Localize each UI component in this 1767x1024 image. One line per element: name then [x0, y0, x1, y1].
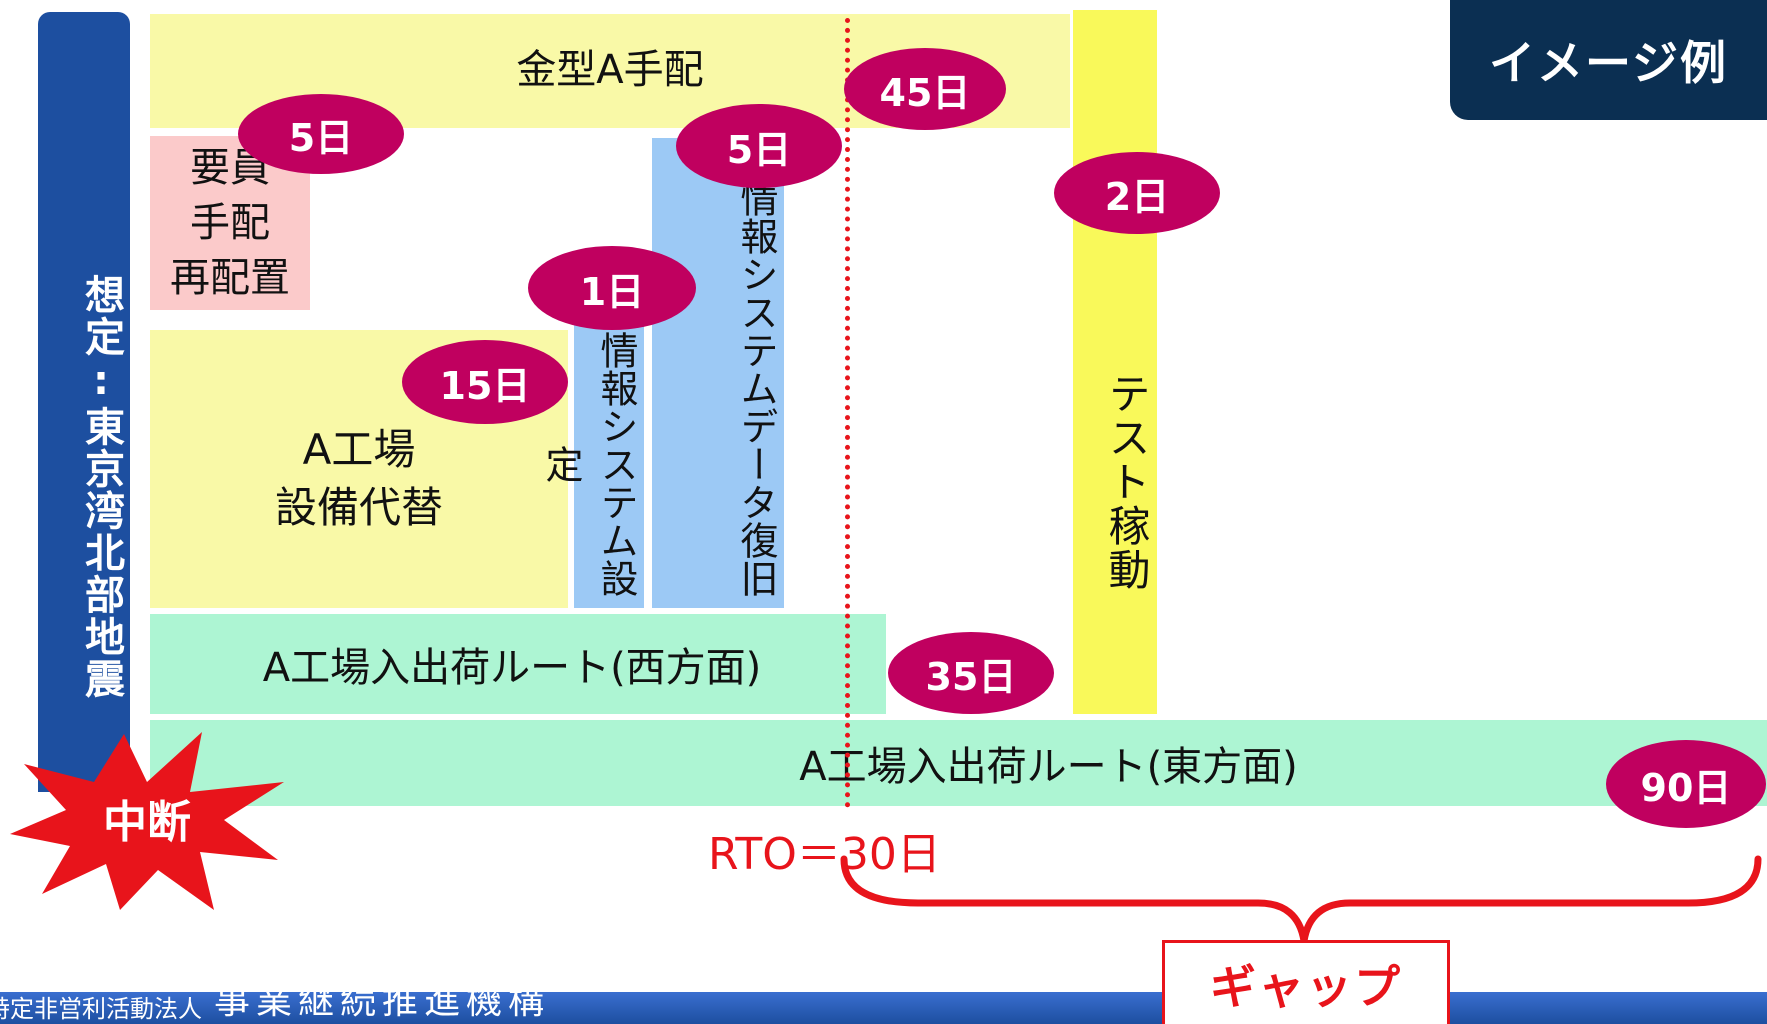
task-data-restore-label: 情報システムデータ復旧: [734, 179, 778, 597]
task-data-restore: 情報システムデータ復旧: [652, 138, 784, 608]
task-equipment-line-1: A工場: [302, 425, 416, 474]
task-system-setup-label: 情報システム設定: [539, 331, 638, 597]
duration-badge-test-run: 2日: [1054, 152, 1220, 234]
task-route-west-label: A工場入出荷ルート(西方面): [262, 645, 762, 691]
task-test-run-label: テスト稼動: [1102, 372, 1151, 592]
task-staff-line-2: 手配: [190, 199, 270, 246]
task-test-run: テスト稼動: [1073, 10, 1157, 714]
rto-label: RTO＝30日: [708, 829, 941, 880]
footer-org-prefix: 特定非営利活動法人: [0, 995, 202, 1023]
task-route-east-label: A工場入出荷ルート(東方面): [799, 744, 1298, 790]
task-system-setup: 情報システム設定: [539, 302, 644, 608]
duration-badge-staff: 5日: [238, 94, 404, 174]
footer-band: [0, 992, 1767, 1024]
gap-brace: [840, 855, 1762, 942]
duration-badge-route-east: 90日: [1606, 740, 1766, 828]
task-route-west: A工場入出荷ルート(西方面): [150, 614, 886, 714]
gap-label: ギャップ: [1162, 940, 1450, 1024]
task-staff-line-3: 再配置: [170, 254, 290, 301]
gap-label-text: ギャップ: [1210, 959, 1402, 1014]
task-route-east: A工場入出荷ルート(東方面): [150, 720, 1767, 806]
duration-badge-route-west: 35日: [888, 632, 1054, 714]
interruption-label: 中断: [103, 797, 191, 848]
duration-badge-mold: 45日: [844, 48, 1006, 130]
scenario-bar: 想定:東京湾北部地震: [38, 12, 130, 792]
interruption-burst: 中断: [2, 724, 292, 912]
starburst-icon: [10, 732, 284, 910]
duration-badge-equipment: 15日: [402, 340, 568, 424]
image-example-text: イメージ例: [1488, 36, 1729, 90]
task-mold-label: 金型A手配: [516, 47, 704, 93]
footer-org-name: 事業継続推進機構: [214, 981, 551, 1022]
footer-org: 特定非営利活動法人 事業継続推進機構: [0, 981, 550, 1024]
task-equipment-line-2: 設備代替: [274, 483, 443, 532]
rto-line: [845, 18, 850, 808]
scenario-label: 想定:東京湾北部地震: [78, 274, 124, 700]
duration-badge-data-restore: 5日: [676, 104, 842, 188]
image-example-label: イメージ例: [1450, 0, 1767, 120]
duration-badge-system-setup: 1日: [528, 246, 696, 330]
